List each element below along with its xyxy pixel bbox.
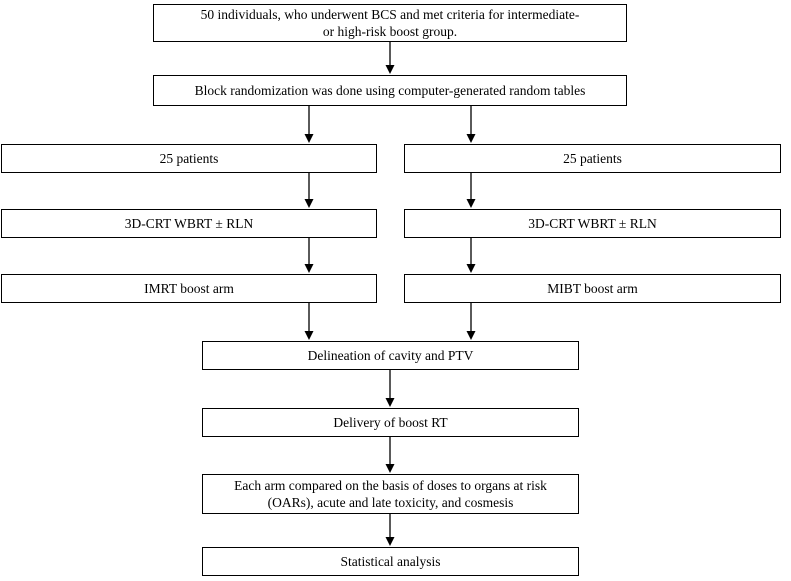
flow-node-mibt-boost-arm-label: MIBT boost arm [547,280,638,296]
flow-node-mibt-boost-arm: MIBT boost arm [404,274,781,303]
flow-node-left-wbrt: 3D-CRT WBRT ± RLN [1,209,377,238]
arrow-delineation-to-delivery [385,370,395,407]
flow-node-comparison-line2: (OARs), acute and late toxicity, and cos… [267,495,514,510]
arrow-mibt-boost-to-delineation [466,303,476,340]
flow-node-right-wbrt-label: 3D-CRT WBRT ± RLN [528,215,657,231]
arrow-left-wbrt-to-imrt-boost [304,238,314,273]
flow-node-comparison-line1: Each arm compared on the basis of doses … [234,477,547,493]
arrow-randomization-to-left-count [304,106,314,143]
arrow-eligibility-to-randomization [385,42,395,74]
flow-node-eligibility-line1: 50 individuals, who underwent BCS and me… [200,6,580,22]
flow-node-eligibility: 50 individuals, who underwent BCS and me… [153,4,627,42]
arrow-delivery-to-comparison [385,437,395,473]
flow-node-right-arm-count: 25 patients [404,144,781,173]
flow-node-eligibility-line2: or high-risk boost group. [322,24,458,39]
arrow-left-count-to-left-wbrt [304,173,314,208]
flow-node-delivery: Delivery of boost RT [202,408,579,437]
flow-node-right-arm-count-label: 25 patients [563,150,622,166]
flow-node-left-wbrt-label: 3D-CRT WBRT ± RLN [124,215,254,231]
arrow-right-wbrt-to-mibt-boost [466,238,476,273]
flow-node-randomization: Block randomization was done using compu… [153,75,627,106]
arrow-imrt-boost-to-delineation [304,303,314,340]
arrow-comparison-to-statistics [385,514,395,546]
flow-node-statistics-label: Statistical analysis [340,553,441,569]
flow-node-delineation-label: Delineation of cavity and PTV [307,347,474,363]
flow-node-comparison: Each arm compared on the basis of doses … [202,474,579,514]
flow-node-randomization-label: Block randomization was done using compu… [194,82,586,98]
arrow-randomization-to-right-count [466,106,476,143]
flow-node-imrt-boost-arm: IMRT boost arm [1,274,377,303]
flow-node-statistics: Statistical analysis [202,547,579,576]
flow-node-left-arm-count: 25 patients [1,144,377,173]
flow-node-left-arm-count-label: 25 patients [159,150,219,166]
flow-node-imrt-boost-arm-label: IMRT boost arm [144,280,234,296]
flow-node-delivery-label: Delivery of boost RT [333,414,448,430]
flow-node-delineation: Delineation of cavity and PTV [202,341,579,370]
arrow-right-count-to-right-wbrt [466,173,476,208]
flow-node-right-wbrt: 3D-CRT WBRT ± RLN [404,209,781,238]
